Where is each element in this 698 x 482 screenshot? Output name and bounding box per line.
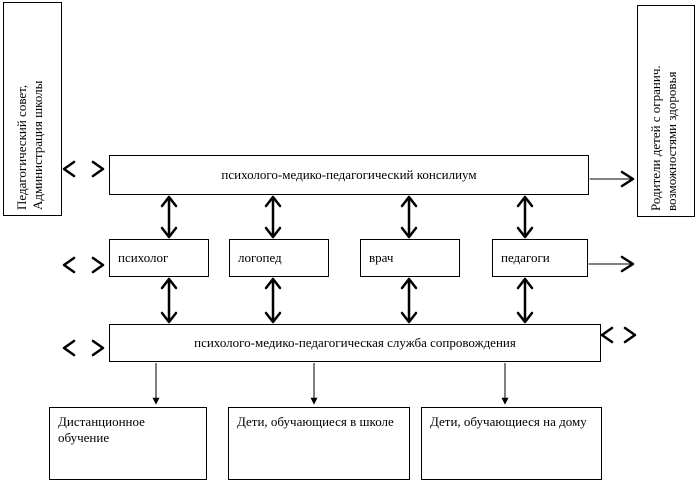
home-children-label: Дети, обучающиеся на дому <box>430 414 587 429</box>
psychologist-label: психолог <box>118 250 169 265</box>
service-box: психолого-медико-педагогическая служба с… <box>109 324 601 362</box>
distance-learning-label: Дистанционное обучение <box>58 414 145 445</box>
arrow-speech-therapist-service <box>264 277 282 324</box>
parents-panel: Родители детей с огранич. возможностями … <box>637 5 695 217</box>
arrow-psychologist-service <box>160 277 178 324</box>
home-children-box: Дети, обучающиеся на дому <box>421 407 602 480</box>
doctor-box: врач <box>360 239 460 277</box>
arrow-council-speech-therapist <box>264 195 282 239</box>
psychologist-box: психолог <box>109 239 209 277</box>
school-children-label: Дети, обучающиеся в школе <box>237 414 394 429</box>
pedagogical-council-line2: Администрация школы <box>30 80 45 210</box>
council-box: психолого-медико-педагогический консилиу… <box>109 155 589 195</box>
arrow-doctor-service <box>400 277 418 324</box>
pedagogical-council-text: Педагогический совет, Администрация школ… <box>14 81 46 210</box>
arrow-service-left-bidir <box>62 339 105 357</box>
distance-learning-box: Дистанционное обучение <box>49 407 207 480</box>
arrow-service-right-bidir <box>600 326 637 344</box>
council-label: психолого-медико-педагогический консилиу… <box>221 167 477 182</box>
school-children-box: Дети, обучающиеся в школе <box>228 407 410 480</box>
doctor-label: врач <box>369 250 394 265</box>
arrow-council-psychologist <box>160 195 178 239</box>
arrow-council-left-bidir <box>62 160 105 178</box>
arrow-teachers-service <box>516 277 534 324</box>
arrow-council-doctor <box>400 195 418 239</box>
parents-text: Родители детей с огранич. возможностями … <box>648 65 680 211</box>
pedagogical-council-panel: Педагогический совет, Администрация школ… <box>3 2 62 216</box>
parents-line1: Родители детей с огранич. <box>648 65 663 211</box>
arrow-teachers-right <box>588 255 635 273</box>
speech-therapist-box: логопед <box>229 239 329 277</box>
service-label: психолого-медико-педагогическая служба с… <box>194 335 516 350</box>
speech-therapist-label: логопед <box>238 250 282 265</box>
teachers-box: педагоги <box>492 239 588 277</box>
arrow-council-to-parents <box>589 170 635 188</box>
pedagogical-council-line1: Педагогический совет, <box>14 84 29 210</box>
teachers-label: педагоги <box>501 250 550 265</box>
parents-line2: возможностями здоровья <box>664 71 679 211</box>
arrow-council-teachers <box>516 195 534 239</box>
arrow-specialists-left-bidir <box>62 256 105 274</box>
